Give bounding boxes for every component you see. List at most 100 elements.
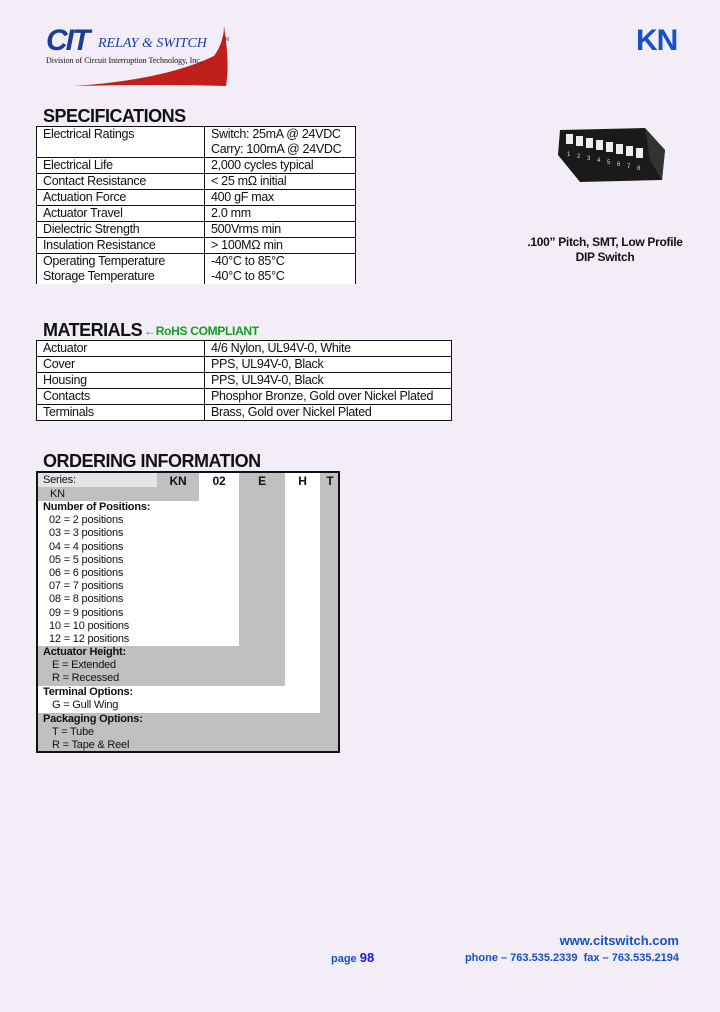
website-link[interactable]: www.citswitch.com: [559, 933, 679, 948]
spec-value: > 100MΩ min: [204, 237, 356, 254]
spec-value: 2,000 cycles typical: [204, 157, 356, 174]
switch-actuator: [576, 136, 583, 146]
series-code: KN: [636, 24, 678, 57]
page-number: 98: [359, 950, 375, 965]
switch-actuator: [606, 142, 613, 152]
rohs-compliant-label: ←RoHS COMPLIANT: [144, 324, 259, 338]
spec-value: -40°C to 85°C: [211, 254, 285, 268]
switch-number: 8: [637, 166, 641, 172]
position-option: 04 = 4 positions: [49, 540, 124, 553]
switch-actuator: [586, 138, 593, 148]
switch-actuator: [636, 148, 643, 158]
spec-label: Storage Temperature: [43, 269, 155, 283]
product-caption: .100” Pitch, SMT, Low Profile DIP Switch: [505, 235, 705, 265]
switch-number: 1: [567, 152, 571, 158]
spec-value: 500Vrms min: [204, 221, 356, 238]
terminal-option: G = Gull Wing: [52, 699, 119, 712]
spec-row: Insulation Resistance > 100MΩ min: [36, 237, 356, 254]
switch-number: 3: [587, 156, 591, 162]
spec-value: -40°C to 85°C: [211, 269, 285, 283]
spec-row: Contact Resistance < 25 mΩ initial: [36, 173, 356, 190]
packaging-option: T = Tube: [52, 726, 94, 739]
code-packaging: T: [326, 474, 334, 488]
spec-label: Dielectric Strength: [36, 221, 205, 238]
code-series: KN: [169, 474, 187, 488]
spec-value-line: < 25 mΩ initial: [211, 174, 287, 188]
switch-number: 5: [607, 160, 611, 166]
spec-value: 400 gF max: [204, 189, 356, 206]
spec-label: Electrical Ratings: [36, 126, 205, 158]
page-label: page: [331, 953, 357, 965]
material-label: Actuator: [36, 340, 205, 357]
company-logo: CIT RELAY & SWITCH TM Division of Circui…: [44, 24, 234, 94]
material-label: Cover: [36, 356, 205, 373]
material-value: PPS, UL94V-0, Black: [204, 372, 452, 389]
packaging-title: Packaging Options:: [43, 713, 143, 725]
material-label: Housing: [36, 372, 205, 389]
spec-label: Insulation Resistance: [36, 237, 205, 254]
position-option: 06 = 6 positions: [49, 567, 124, 579]
material-label: Terminals: [36, 404, 205, 421]
positions-title: Number of Positions:: [43, 501, 151, 513]
material-value: 4/6 Nylon, UL94V-0, White: [204, 340, 452, 357]
position-option: 05 = 5 positions: [49, 553, 124, 566]
position-option: 02 = 2 positions: [49, 514, 124, 527]
spec-value-line: 400 gF max: [211, 190, 275, 204]
terminal-title: Terminal Options:: [43, 686, 133, 698]
actuator-option: E = Extended: [52, 659, 116, 672]
material-label: Contacts: [36, 388, 205, 405]
switch-actuator: [596, 140, 603, 150]
switch-actuator: [626, 146, 633, 156]
spec-label: Operating Temperature: [43, 254, 166, 268]
position-option: 09 = 9 positions: [49, 606, 124, 619]
spec-label: Electrical Life: [36, 157, 205, 174]
position-option: 12 = 12 positions: [49, 633, 130, 645]
code-positions: 02: [212, 474, 226, 488]
contact-info: phone – 763.535.2339 fax – 763.535.2194: [464, 952, 679, 964]
spec-label: Actuator Travel: [36, 205, 205, 222]
position-option: 10 = 10 positions: [49, 619, 130, 632]
code-terminal: H: [298, 474, 307, 488]
spec-value-line: Switch: 25mA @ 24VDC: [211, 127, 341, 141]
logo-tm: TM: [222, 37, 230, 43]
material-value: PPS, UL94V-0, Black: [204, 356, 452, 373]
switch-number: 7: [627, 164, 631, 170]
series-label: Series:: [43, 474, 76, 486]
spec-value: < 25 mΩ initial: [204, 173, 356, 190]
position-option: 03 = 3 positions: [49, 527, 124, 540]
caption-line-2: DIP Switch: [575, 250, 635, 264]
ordering-table: Series: KN 02 E H T KN Number of Positio…: [36, 471, 340, 753]
actuator-option: R = Recessed: [52, 672, 119, 685]
switch-actuator: [566, 134, 573, 144]
spec-row: Electrical Life 2,000 cycles typical: [36, 157, 356, 174]
material-value: Brass, Gold over Nickel Plated: [204, 404, 452, 421]
spec-value-line: > 100MΩ min: [211, 238, 283, 252]
actuator-title: Actuator Height:: [43, 646, 126, 658]
spec-row: Dielectric Strength 500Vrms min: [36, 221, 356, 238]
code-actuator: E: [258, 474, 266, 488]
switch-actuator: [616, 144, 623, 154]
spec-label: Contact Resistance: [36, 173, 205, 190]
packaging-option: R = Tape & Reel: [52, 739, 130, 752]
spec-value-line: 2,000 cycles typical: [211, 158, 314, 172]
logo-division: Division of Circuit Interruption Technol…: [46, 56, 202, 65]
logo-cit: CIT: [46, 24, 90, 57]
logo-subtitle: RELAY & SWITCH: [98, 36, 207, 51]
spec-value-line: Carry: 100mA @ 24VDC: [211, 142, 342, 156]
page-indicator: page 98: [331, 950, 374, 965]
switch-number: 6: [617, 162, 621, 168]
switch-number: 4: [597, 158, 601, 164]
spec-value-line: 500Vrms min: [211, 222, 281, 236]
